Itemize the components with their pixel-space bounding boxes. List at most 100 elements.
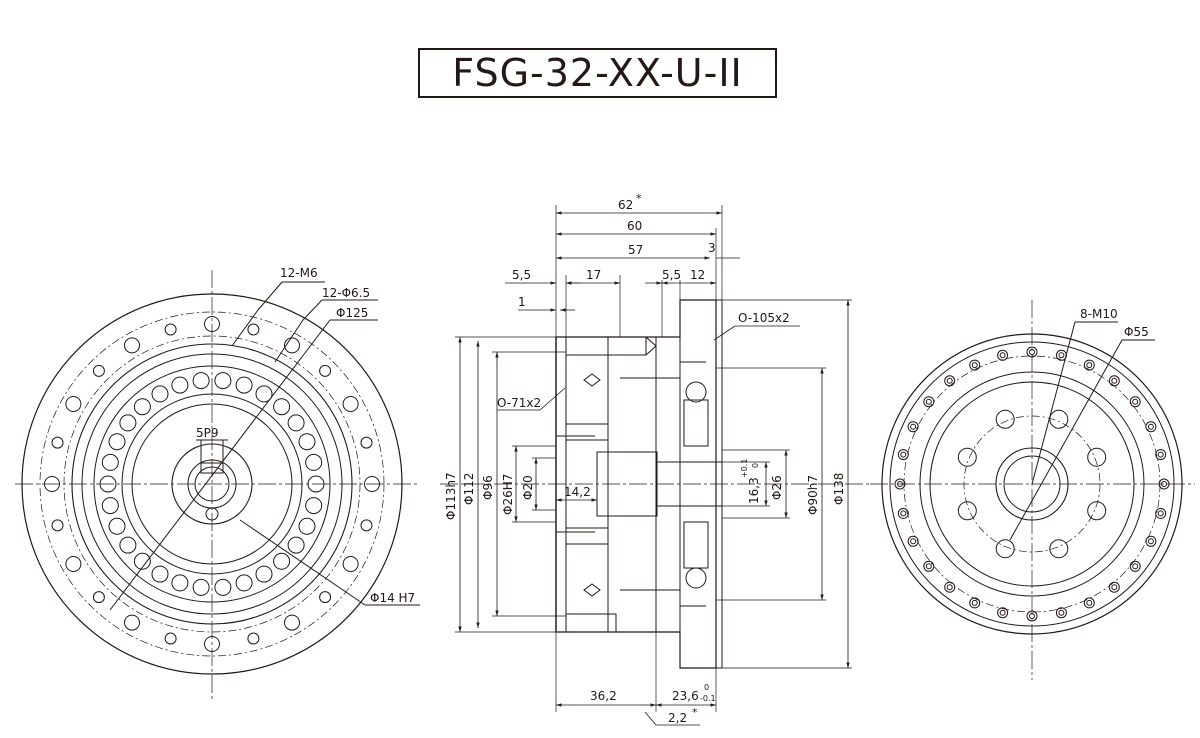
flange-bolt-hole-inner [1132, 563, 1139, 570]
right-outer-circle [881, 333, 1183, 635]
output-hole [957, 447, 977, 467]
bearing-top [683, 399, 709, 447]
dim-36-2-value: 36,2 [590, 689, 617, 703]
dim-17-value: 17 [586, 268, 601, 282]
bearing-ball [235, 376, 253, 394]
bearing-ball [192, 372, 210, 390]
bearing-ball [151, 385, 169, 403]
output-hole [995, 539, 1015, 559]
right-pcd-outer [903, 355, 1161, 613]
leader-d55 [1009, 339, 1123, 541]
mounting-hole [342, 556, 359, 572]
right-outer-inner-circle [889, 341, 1175, 627]
mounting-hole [204, 316, 220, 332]
bearing-ball [305, 453, 323, 471]
dim-16-3-tol-up: +0.1 [740, 459, 749, 478]
oring-top-label: O-105x2 [738, 311, 790, 325]
bearing-outer-circle [93, 365, 331, 603]
flange-bolt-hole-inner [1111, 584, 1118, 591]
right-inner-holes [957, 409, 1107, 559]
dim-23-6-tol-up: 0 [704, 683, 709, 692]
mounting-hole [284, 614, 300, 631]
title-box: FSG-32-XX-U-II [418, 48, 777, 98]
flange-bolt-hole-inner [1029, 613, 1035, 619]
flange-bolt-hole-inner [971, 599, 978, 606]
right-step-circle [919, 371, 1145, 597]
bearing-balls-left [99, 372, 325, 596]
bearing-ball [119, 536, 137, 554]
dim-2-2-star: * [692, 706, 698, 719]
bearing-ball [108, 433, 126, 451]
housing-inner-circle [81, 353, 343, 615]
bearing-ball [305, 497, 323, 515]
mounting-hole [92, 591, 105, 604]
leader-o105 [713, 325, 736, 341]
right-pcd-inner [963, 415, 1101, 553]
bearing-ball [171, 376, 189, 394]
output-hole [995, 409, 1015, 429]
mounting-hole [319, 591, 332, 604]
dim-d20-value: Φ20 [521, 475, 535, 500]
flange-bolt-hole [969, 597, 981, 609]
mounting-hole [92, 364, 105, 377]
flange-bolt-hole-inner [1161, 481, 1167, 487]
ball-top [685, 381, 707, 403]
bearing-ball [192, 578, 210, 596]
bearing-ball [133, 552, 151, 570]
mounting-hole [51, 436, 64, 449]
bearing-ball [255, 565, 273, 583]
bearing-ball [298, 517, 316, 535]
dim-d113-value: Φ113h7 [444, 472, 458, 520]
bearing-ball [255, 385, 273, 403]
flange-bolt-hole [1083, 359, 1095, 371]
outer-flange-circle [21, 293, 403, 675]
flange-bolt-hole-inner [1029, 349, 1035, 355]
mounting-hole [124, 614, 140, 631]
leader-8m10 [1031, 321, 1076, 485]
hub-circle [171, 443, 253, 525]
dim-23-6-tol-low: -0.1 [700, 694, 716, 703]
flange-bolt-hole-inner [1147, 423, 1154, 430]
top-bolt-body [565, 336, 647, 356]
output-hole [1049, 409, 1069, 429]
dim-5-5-right-value: 5,5 [662, 268, 681, 282]
dim-d26h7-value: Φ26H7 [501, 474, 515, 515]
bearing-ball [298, 433, 316, 451]
flange-bolt-hole-inner [1058, 609, 1065, 616]
flange-bolt-hole [1108, 375, 1120, 387]
right-flange-circle [929, 381, 1135, 587]
flange-bolt-hole [1129, 560, 1141, 572]
dim-d96-value: Φ96 [481, 475, 495, 500]
dim-2-2-value: 2,2 [668, 711, 687, 725]
mounting-hole [51, 519, 64, 532]
dim-16-3-value: 16,3 [747, 477, 761, 504]
flange-bolt-hole-inner [1086, 362, 1093, 369]
leader-12m6-shoulder [257, 281, 283, 311]
mounting-hole [284, 337, 300, 354]
output-hole [1087, 447, 1107, 467]
dim-5-5-left-value: 5,5 [512, 268, 531, 282]
bearing-ball [101, 497, 119, 515]
bearing-ball [214, 372, 232, 390]
mounting-hole [164, 632, 177, 645]
flange-bolt-hole [1026, 346, 1038, 358]
dim-16-3-tol-low: 0 [751, 463, 760, 468]
leader-d125 [109, 319, 331, 611]
seal-top [583, 373, 601, 387]
flange-bolt-hole-inner [897, 481, 903, 487]
mounting-hole [319, 364, 332, 377]
bottom-bolt-body [565, 613, 617, 633]
leader-o71 [539, 387, 566, 411]
mounting-hole [360, 519, 373, 532]
flange-bolt-hole-inner [999, 609, 1006, 616]
bearing-ball [273, 552, 291, 570]
flange-bolt-hole [923, 560, 935, 572]
bearing-ball [287, 536, 305, 554]
flange-bolt-hole [997, 349, 1009, 361]
bolt-tip-top [645, 336, 657, 356]
flange-bolt-hole [1158, 478, 1170, 490]
flange-bolt-hole [894, 478, 906, 490]
flange-bolt-hole [944, 375, 956, 387]
dim-3-value: 3 [708, 241, 716, 255]
right-shaft-circle [995, 447, 1069, 521]
